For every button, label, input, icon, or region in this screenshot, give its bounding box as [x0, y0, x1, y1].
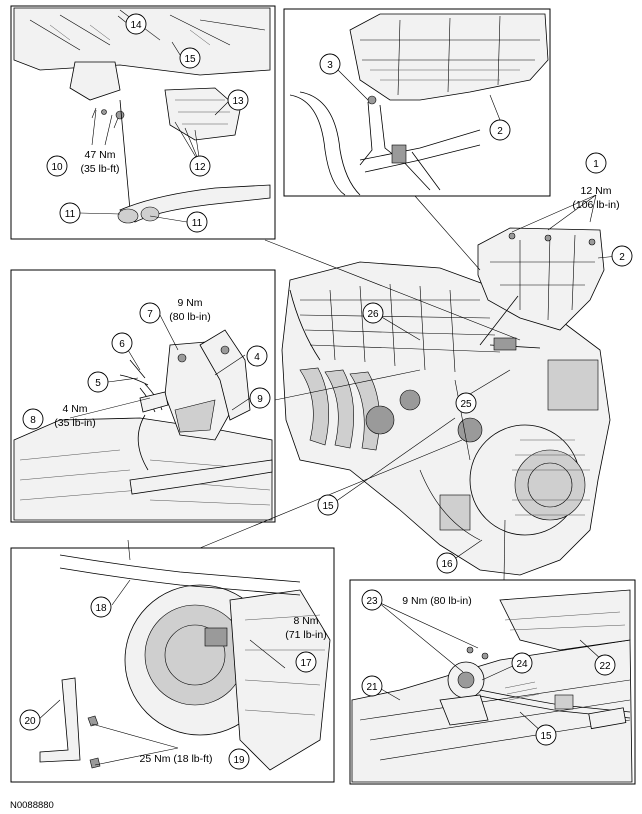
callout-17: 17 — [295, 651, 317, 673]
svg-text:9: 9 — [257, 394, 263, 405]
svg-text:17: 17 — [300, 658, 312, 669]
callout-18: 18 — [90, 596, 112, 618]
svg-text:12: 12 — [194, 162, 206, 173]
svg-text:4: 4 — [254, 352, 260, 363]
spec-19: 25 Nm (18 lb-ft) — [140, 753, 213, 765]
svg-text:(106 lb-in): (106 lb-in) — [572, 199, 619, 211]
callout-2-right: 2 — [611, 245, 633, 267]
transaxle-drawing — [39, 539, 331, 771]
svg-text:12 Nm: 12 Nm — [581, 185, 612, 197]
spec-23: 9 Nm (80 lb-in) — [402, 595, 471, 607]
callout-22: 22 — [594, 654, 616, 676]
intake-pan-drawing — [289, 13, 549, 196]
svg-text:15: 15 — [184, 54, 196, 65]
svg-text:19: 19 — [233, 755, 245, 766]
callout-25: 25 — [455, 392, 477, 414]
callout-21: 21 — [361, 675, 383, 697]
svg-text:16: 16 — [441, 559, 453, 570]
spec-10: 47 Nm (35 lb-ft) — [80, 149, 119, 175]
callout-12: 12 — [189, 155, 211, 177]
callout-16: 16 — [436, 552, 458, 574]
callout-26: 26 — [362, 302, 384, 324]
svg-text:47 Nm: 47 Nm — [85, 149, 116, 161]
reference-id: N0088880 — [10, 800, 54, 811]
svg-text:3: 3 — [327, 60, 333, 71]
svg-text:21: 21 — [366, 682, 378, 693]
callout-2-top: 2 — [489, 119, 511, 141]
callout-4: 4 — [246, 345, 268, 367]
callout-24: 24 — [511, 652, 533, 674]
spec-7: 9 Nm (80 lb-in) — [169, 297, 210, 323]
svg-text:2: 2 — [497, 126, 503, 137]
shifter-cable-drawing — [351, 589, 633, 783]
svg-text:20: 20 — [24, 716, 36, 727]
callout-15-mid: 15 — [317, 494, 339, 516]
svg-text:11: 11 — [65, 209, 76, 220]
svg-text:11: 11 — [192, 218, 203, 229]
egr-drawing — [13, 329, 273, 521]
spec-17: 8 Nm (71 lb-in) — [285, 615, 326, 641]
callout-10: 10 — [46, 155, 68, 177]
callout-6: 6 — [111, 332, 133, 354]
svg-text:25 Nm (18 lb-ft): 25 Nm (18 lb-ft) — [140, 753, 213, 765]
svg-text:(35 lb-ft): (35 lb-ft) — [80, 163, 119, 175]
callout-11-left: 11 — [59, 202, 81, 224]
callout-13: 13 — [227, 89, 249, 111]
svg-text:9 Nm: 9 Nm — [177, 297, 202, 309]
svg-text:(71 lb-in): (71 lb-in) — [285, 629, 326, 641]
svg-text:25: 25 — [460, 399, 472, 410]
svg-text:5: 5 — [95, 378, 101, 389]
svg-text:15: 15 — [322, 501, 334, 512]
svg-text:24: 24 — [516, 659, 528, 670]
callout-1: 1 — [585, 152, 607, 174]
svg-text:(35 lb-in): (35 lb-in) — [54, 417, 95, 429]
callout-23: 23 — [361, 589, 383, 611]
svg-text:8: 8 — [30, 415, 36, 426]
callout-14: 14 — [125, 13, 147, 35]
callout-7: 7 — [139, 302, 161, 324]
engine-cover-pan — [477, 227, 605, 351]
svg-text:15: 15 — [540, 731, 552, 742]
svg-text:26: 26 — [367, 309, 379, 320]
exhaust-manifold-drawing — [13, 7, 271, 224]
callout-15-bottom: 15 — [535, 724, 557, 746]
svg-text:9 Nm (80 lb-in): 9 Nm (80 lb-in) — [402, 595, 471, 607]
svg-text:18: 18 — [95, 603, 107, 614]
spec-8: 4 Nm (35 lb-in) — [54, 403, 95, 429]
svg-text:22: 22 — [599, 661, 611, 672]
svg-text:13: 13 — [232, 96, 244, 107]
engine-assembly — [281, 261, 611, 576]
svg-text:8 Nm: 8 Nm — [293, 615, 318, 627]
svg-text:2: 2 — [619, 252, 625, 263]
svg-text:10: 10 — [51, 162, 63, 173]
svg-text:23: 23 — [366, 596, 378, 607]
svg-text:4 Nm: 4 Nm — [62, 403, 87, 415]
callout-11-right: 11 — [186, 211, 208, 233]
spec-1: 12 Nm (106 lb-in) — [572, 185, 619, 211]
callout-5: 5 — [87, 371, 109, 393]
callout-9: 9 — [249, 387, 271, 409]
svg-text:7: 7 — [147, 309, 153, 320]
svg-text:(80 lb-in): (80 lb-in) — [169, 311, 210, 323]
callout-8: 8 — [22, 408, 44, 430]
svg-text:14: 14 — [130, 20, 142, 31]
svg-text:6: 6 — [119, 339, 125, 350]
callout-3: 3 — [319, 53, 341, 75]
callout-20: 20 — [19, 709, 41, 731]
callout-19: 19 — [228, 748, 250, 770]
callout-15-top: 15 — [179, 47, 201, 69]
svg-text:1: 1 — [593, 159, 599, 170]
